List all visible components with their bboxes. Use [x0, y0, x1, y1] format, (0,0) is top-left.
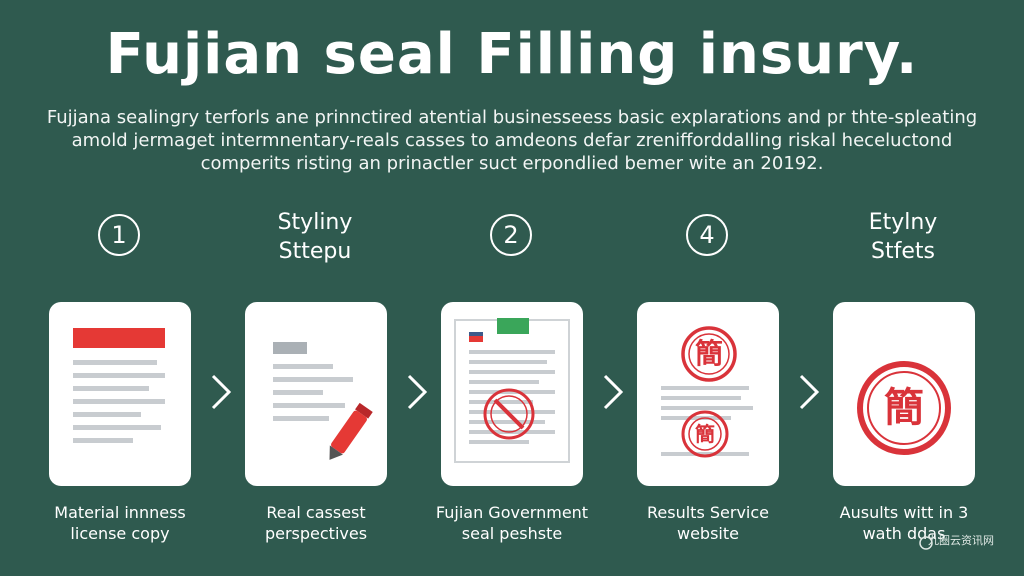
seal-glyph: 簡 [695, 422, 715, 446]
double-seal-icon [661, 326, 753, 458]
step-number: 2 [490, 214, 532, 256]
step-number: 1 [98, 214, 140, 256]
step-marker-3: 2 [441, 214, 581, 256]
large-seal-icon [857, 361, 951, 455]
step-number: 4 [686, 214, 728, 256]
step-label: Etylny Stfets [868, 210, 938, 264]
step-marker-2: Styliny Sttepu [245, 208, 385, 266]
caption-final-seal: Ausults witt in 3 wath ddas [839, 503, 969, 543]
seal-glyph: 簡 [884, 385, 924, 431]
card-government-seal [441, 302, 583, 486]
document-icon [73, 328, 165, 443]
step-label: Styliny Sttepu [277, 210, 353, 264]
card-material-license [49, 302, 191, 486]
card-results-service: 簡 簡 [637, 302, 779, 486]
description-line: Fujjana sealingry terforls ane prinnctir… [46, 107, 978, 128]
seal-glyph: 簡 [694, 337, 723, 370]
description-line: comperits risting an prinactler suct erp… [200, 153, 824, 174]
watermark: 九圈云资讯网 [928, 534, 994, 547]
step-marker-1: 1 [49, 214, 189, 256]
step-marker-4: 4 [637, 214, 777, 256]
sealed-document-icon [454, 318, 570, 463]
card-final-seal: 簡 [833, 302, 975, 486]
description: Fujjana sealingry terforls ane prinnctir… [40, 106, 984, 175]
caption-material-license: Material innness license copy [54, 503, 186, 543]
chevron-right-icon [603, 374, 624, 410]
description-line: amold jermaget intermnentary-reals casse… [71, 130, 953, 151]
page-title: Fujian seal Filling insury. [105, 22, 919, 87]
step-marker-5: Etylny Stfets [833, 208, 973, 266]
caption-government-seal: Fujian Government seal peshste [435, 503, 589, 543]
pen-document-icon [273, 342, 373, 460]
chevron-right-icon [799, 374, 820, 410]
card-real-perspectives [245, 302, 387, 486]
chevron-right-icon [211, 374, 232, 410]
caption-results-service: Results Service website [647, 503, 769, 543]
caption-real-perspectives: Real cassest perspectives [264, 503, 368, 543]
watermark-logo-icon [919, 536, 933, 550]
chevron-right-icon [407, 374, 428, 410]
